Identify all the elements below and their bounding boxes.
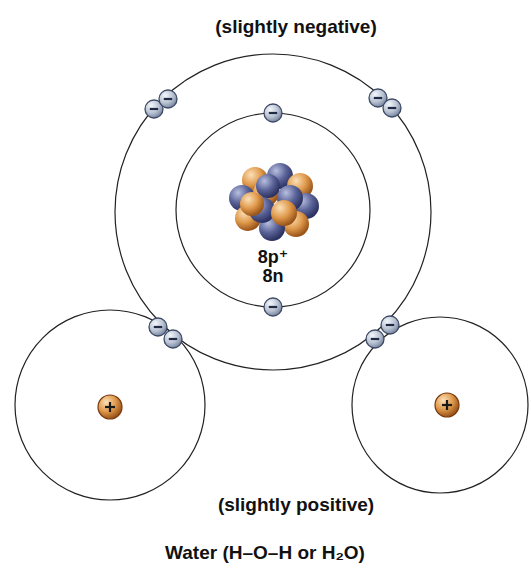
caption: Water (H–O–H or H₂O) — [165, 542, 365, 564]
electron — [369, 89, 387, 107]
inner-shell — [176, 113, 370, 307]
electron — [264, 298, 282, 316]
hydrogen-shell — [15, 310, 205, 500]
electron — [159, 90, 177, 108]
outer-shell-outline — [115, 54, 431, 370]
proton — [435, 393, 459, 417]
proton — [98, 395, 122, 419]
charge-label: (slightly positive) — [218, 494, 374, 516]
hydrogen-shell — [352, 317, 528, 493]
outer-shell — [115, 54, 431, 370]
nucleus — [229, 163, 319, 241]
oxygen-atom: 8p⁺ 8n — [115, 54, 431, 370]
electron — [264, 104, 282, 122]
nucleus-count: 8p⁺ 8n — [253, 248, 293, 286]
charge-label: (slightly negative) — [215, 16, 377, 38]
